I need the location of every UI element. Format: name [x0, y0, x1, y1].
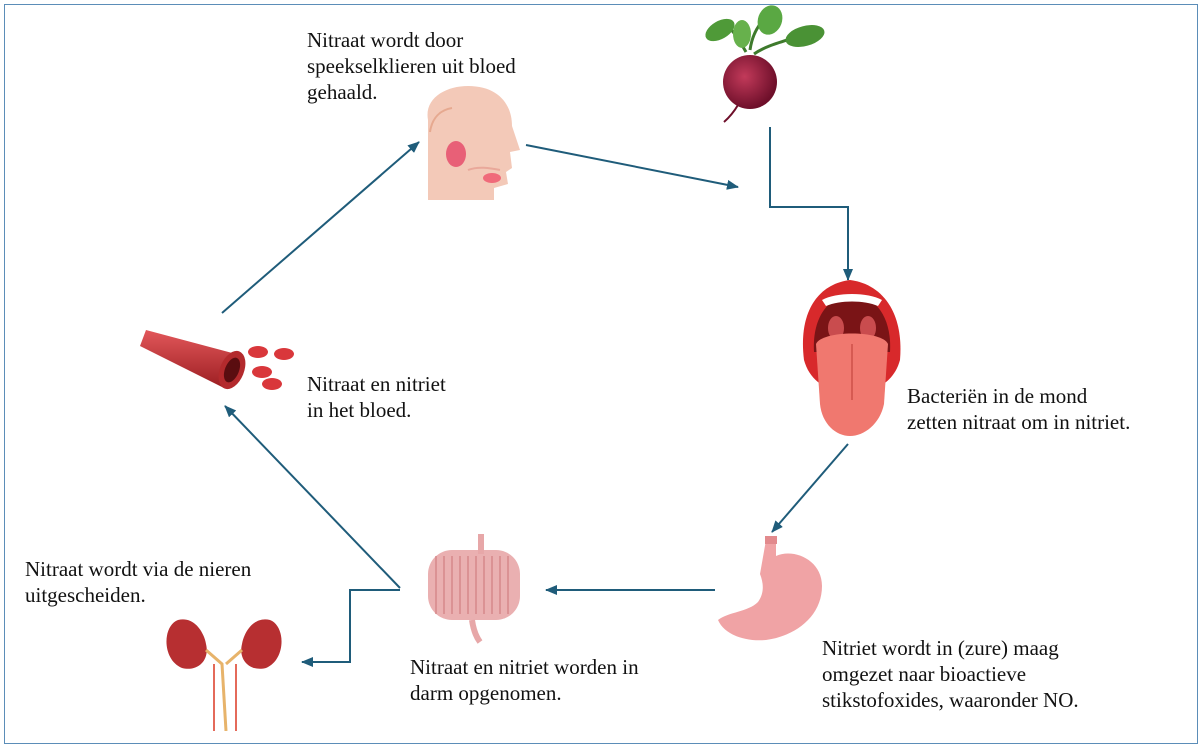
kidneys-icon — [166, 619, 281, 731]
label-line: darm opgenomen. — [410, 680, 639, 706]
label-line: Nitraat wordt door — [307, 27, 516, 53]
label-stomach: Nitriet wordt in (zure) maag omgezet naa… — [822, 635, 1079, 713]
label-line: Nitraat wordt via de nieren — [25, 556, 251, 582]
label-head: Nitraat wordt door speekselklieren uit b… — [307, 27, 516, 105]
arrow-mouth-to-stomach — [772, 444, 848, 532]
label-line: Nitraat en nitriet — [307, 371, 446, 397]
label-line: in het bloed. — [307, 397, 446, 423]
label-kidneys: Nitraat wordt via de nieren uitgescheide… — [25, 556, 251, 608]
stomach-icon — [718, 536, 822, 640]
mouth-tongue-icon — [803, 280, 901, 436]
label-line: Bacteriën in de mond — [907, 383, 1130, 409]
arrow-beet-to-mouth — [770, 127, 848, 280]
arrow-blood-to-head — [222, 142, 419, 313]
arrow-intestine-to-kidneys — [302, 590, 400, 662]
label-line: omgezet naar bioactieve — [822, 661, 1079, 687]
label-blood: Nitraat en nitriet in het bloed. — [307, 371, 446, 423]
label-line: uitgescheiden. — [25, 582, 251, 608]
label-line: stikstofoxides, waaronder NO. — [822, 687, 1079, 713]
label-line: gehaald. — [307, 79, 516, 105]
label-intestine: Nitraat en nitriet worden in darm opgeno… — [410, 654, 639, 706]
label-line: zetten nitraat om in nitriet. — [907, 409, 1130, 435]
beetroot-icon — [702, 2, 827, 122]
label-mouth: Bacteriën in de mond zetten nitraat om i… — [907, 383, 1130, 435]
arrow-head-to-beet — [526, 145, 738, 187]
label-line: Nitraat en nitriet worden in — [410, 654, 639, 680]
blood-vessel-icon — [140, 330, 294, 393]
arrow-intestine-to-blood — [225, 406, 400, 588]
label-line: speekselklieren uit bloed — [307, 53, 516, 79]
label-line: Nitriet wordt in (zure) maag — [822, 635, 1079, 661]
intestines-icon — [428, 534, 520, 642]
